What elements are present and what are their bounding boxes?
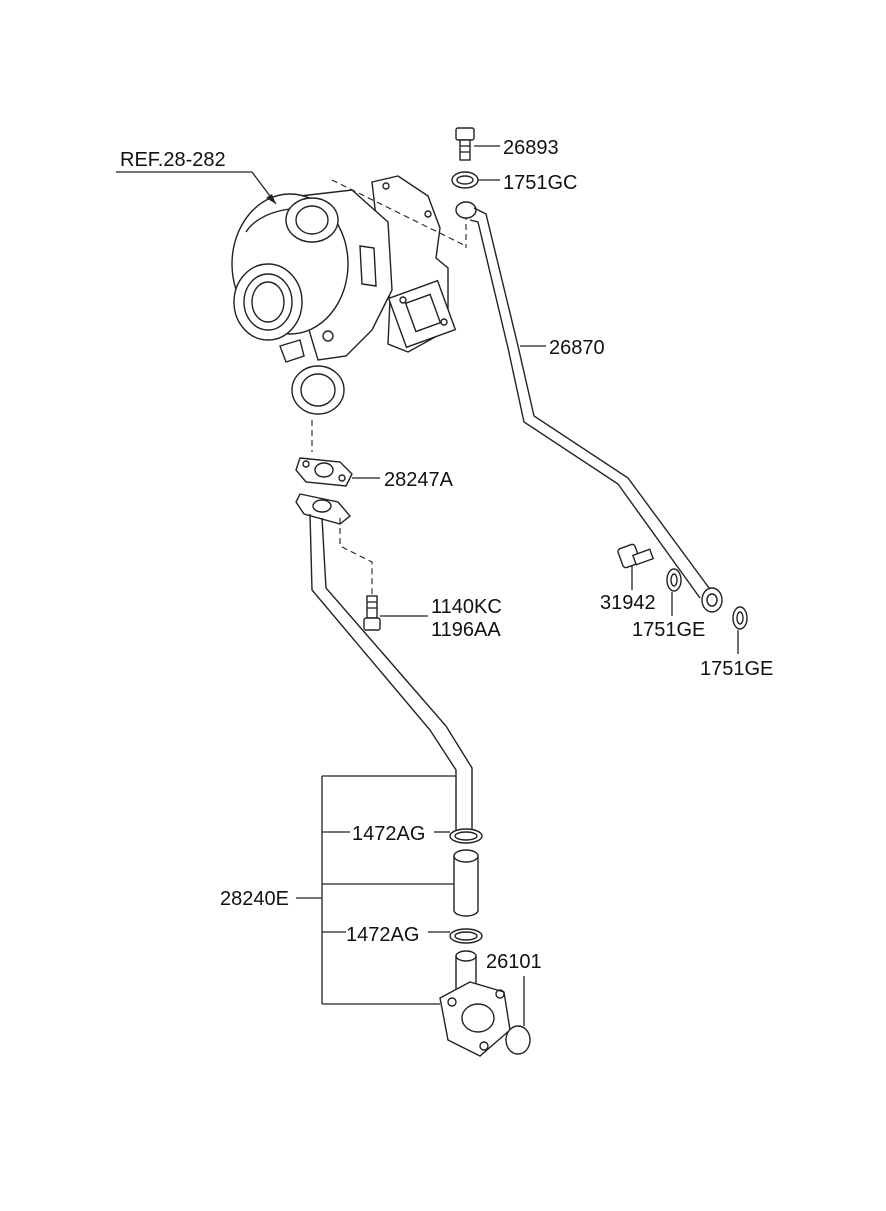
label-washer-top: 1751GC <box>503 172 578 194</box>
label-clamp-lower: 1472AG <box>346 924 419 946</box>
clamp-1472AG-lower <box>449 928 483 944</box>
assembly-bracket-28240E <box>296 775 456 1005</box>
label-oil-feed-pipe: 26870 <box>549 337 605 359</box>
rubber-hose <box>453 849 479 917</box>
label-bolt-b: 1196AA <box>431 619 501 641</box>
oring-26101 <box>505 1025 531 1055</box>
gasket-28247A <box>295 457 353 487</box>
label-eye-bolt: 31942 <box>600 592 656 614</box>
washer-1751GE-right <box>732 606 748 630</box>
label-ref: REF.28-282 <box>120 149 226 171</box>
washer-1751GC <box>451 171 479 189</box>
turbocharger <box>231 175 457 415</box>
label-oring: 26101 <box>486 951 542 973</box>
oil-return-pipe <box>295 493 473 839</box>
label-bolt-top: 26893 <box>503 137 559 159</box>
bolt-26893 <box>455 127 475 161</box>
washer-1751GE-mid <box>666 568 682 592</box>
label-gasket: 28247A <box>384 469 454 491</box>
return-fitting <box>439 950 511 1057</box>
label-bolt-a: 1140KC <box>431 596 502 618</box>
label-washer-mid: 1751GE <box>632 619 705 641</box>
label-washer-right: 1751GE <box>700 658 773 680</box>
clamp-1472AG-upper <box>449 828 483 844</box>
label-return-assy: 28240E <box>220 888 289 910</box>
eye-bolt-31942 <box>617 543 655 569</box>
bolt-1140KC-1196AA <box>363 595 381 631</box>
oil-feed-pipe-26870 <box>455 201 723 613</box>
label-clamp-upper: 1472AG <box>352 823 425 845</box>
